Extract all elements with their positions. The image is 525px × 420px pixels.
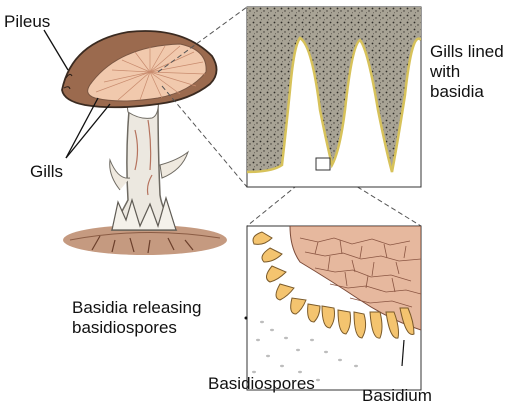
label-gills: Gills xyxy=(30,162,64,181)
label-gills-lined-1: Gills lined xyxy=(430,42,504,61)
label-basidiospores: Basidiospores xyxy=(208,374,315,393)
leader-lines xyxy=(43,29,111,159)
label-gills-lined-3: basidia xyxy=(430,82,484,101)
label-pileus: Pileus xyxy=(4,12,51,31)
basidia-detail-panel xyxy=(246,225,422,391)
stalk xyxy=(109,88,190,231)
cap xyxy=(61,30,218,109)
label-basidia-releasing-1: Basidia releasing xyxy=(72,298,202,317)
panel-marker xyxy=(244,316,248,320)
label-basidium: Basidium xyxy=(362,386,432,405)
soil xyxy=(63,225,227,255)
label-basidia-releasing-2: basidiospores xyxy=(72,318,177,337)
gill-section-panel xyxy=(246,6,422,188)
label-gills-lined-2: with xyxy=(430,62,461,81)
